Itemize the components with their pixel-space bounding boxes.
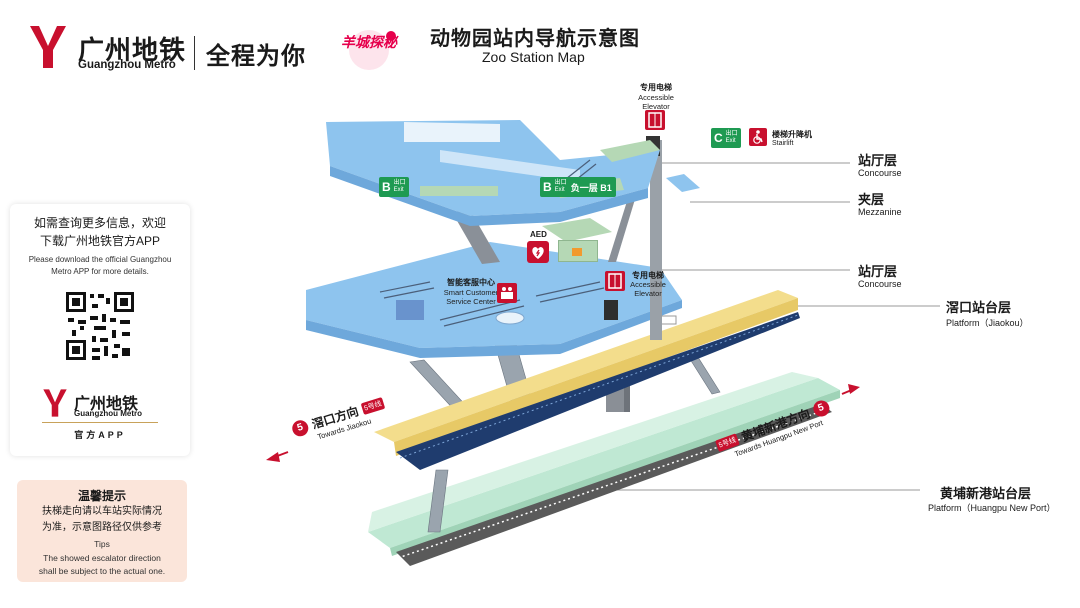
service-center-label: 智能客服中心 [447, 278, 495, 287]
layer-label-concourse-lower: 站厅层 [858, 264, 898, 279]
platform-jiaokou [374, 290, 800, 470]
concourse-upper [326, 120, 660, 226]
aed-label: AED [530, 230, 547, 239]
map-title: 动物园站内导航示意图 [430, 28, 640, 50]
metro-logo-icon [28, 24, 68, 70]
elevator-icon [605, 271, 625, 291]
layer-label-concourse-upper: 站厅层 [858, 153, 898, 168]
tips-panel: 温馨提示 扶梯走向请以车站实际情况 为准，示意图路径仅供参考 Tips The … [17, 480, 187, 582]
elevator-top-label: 专用电梯 [640, 83, 672, 92]
line5-tag-jiaokou: 5号线 [360, 396, 386, 415]
service-center-label-en-2: Service Center [446, 297, 496, 306]
exit-b-left-letter: B [382, 180, 391, 194]
ticket-machine-icon [572, 248, 582, 256]
app-text-cn-1: 如需查询更多信息，欢迎 [33, 216, 166, 230]
exit-c-sign: C 出口 Exit [711, 128, 741, 148]
concourse-lower [306, 242, 682, 358]
level-b1-label: 负一层 B1 [570, 182, 612, 193]
app-brand-name-en: Guangzhou Metro [74, 409, 142, 418]
app-label: 官方APP [74, 430, 126, 440]
exit-b-mid-label: 出口 [554, 180, 567, 186]
elevator-icon [645, 110, 665, 130]
slogan: 全程为你 [206, 43, 306, 70]
elevator-top-label-en-2: Elevator [642, 102, 670, 111]
app-text-cn-2: 下载广州地铁官方APP [39, 234, 160, 248]
layer-label-platform-jiaokou: 滘口站台层 [946, 300, 1012, 315]
elevator-top-label-en-1: Accessible [638, 93, 674, 102]
exit-b-left-label: 出口 [393, 180, 406, 186]
metro-logo-icon [42, 388, 68, 418]
stairlift-label: 楼梯升降机 [772, 130, 812, 139]
exit-b-left-sign: B 出口 Exit [379, 177, 409, 197]
exit-b-mid-label-en: Exit [554, 187, 565, 193]
campaign-badge: 羊城探秘 [337, 26, 401, 74]
platform-huangpu [368, 372, 840, 566]
line5-badge-jiaokou: 5 [290, 418, 311, 439]
mezzanine [542, 174, 700, 242]
service-center-icon [497, 283, 517, 303]
line5-tag-huangpu-label: 号线 [721, 436, 738, 448]
service-center-label-en-1: Smart Customer [443, 288, 499, 297]
app-divider [42, 422, 158, 423]
tips-title: 温馨提示 [77, 489, 126, 503]
exit-b-left-label-en: Exit [393, 187, 404, 193]
line5-tag-jiaokou-label: 号线 [367, 400, 383, 412]
layer-label-mezzanine: 夹层 [858, 192, 885, 207]
support-pillar-right [608, 196, 636, 262]
brand-name: 广州地铁 [78, 35, 187, 65]
layer-label-concourse-lower-en: Concourse [858, 279, 902, 289]
elevator-mid-label: 专用电梯 [632, 271, 664, 280]
stairlift-label-en: Stairlift [772, 140, 794, 147]
layer-label-platform-huangpu-en: Platform（Huangpu New Port） [928, 503, 1056, 513]
arrow-towards-jiaokou [266, 451, 289, 462]
app-text-en-1: Please download the official Guangzhou [28, 255, 172, 264]
tips-text-cn-2: 为准，示意图路径仅供参考 [42, 522, 162, 533]
campaign-badge-text: 羊城探秘 [341, 34, 397, 50]
exit-b-mid-sign: B 出口 Exit 负一层 B1 [540, 177, 616, 197]
map-title-en: Zoo Station Map [482, 49, 585, 65]
layer-label-concourse-upper-en: Concourse [858, 168, 902, 178]
layer-label-mezzanine-en: Mezzanine [858, 207, 902, 217]
qr-code-icon[interactable] [64, 290, 136, 362]
app-download-panel: 如需查询更多信息，欢迎 下载广州地铁官方APP Please download … [10, 204, 190, 456]
wheelchair-icon [749, 128, 767, 146]
exit-c-label-en: Exit [725, 138, 736, 144]
tips-text-en-1: The showed escalator direction [43, 553, 161, 563]
app-text-en-2: Metro APP for more details. [51, 267, 149, 276]
app-brand-name: 广州地铁 [74, 396, 139, 413]
tips-text-cn-1: 扶梯走向请以车站实际情况 [42, 506, 162, 517]
layer-label-platform-jiaokou-en: Platform（Jiaokou） [946, 318, 1029, 328]
elevator-mid-label-en-2: Elevator [634, 289, 662, 298]
tips-title-en: Tips [94, 539, 110, 549]
brand-name-en: Guangzhou Metro [78, 59, 176, 71]
aed-icon [527, 241, 549, 263]
arrow-towards-huangpu [841, 384, 860, 395]
exit-c-label: 出口 [725, 131, 738, 137]
exit-b-mid-letter: B [543, 180, 552, 194]
elevator-mid-label-en-1: Accessible [630, 280, 666, 289]
header-divider [194, 36, 195, 70]
exit-c-letter: C [714, 131, 723, 145]
tips-text-en-2: shall be subject to the actual one. [38, 566, 166, 576]
layer-label-platform-huangpu: 黄埔新港站台层 [940, 486, 1032, 501]
